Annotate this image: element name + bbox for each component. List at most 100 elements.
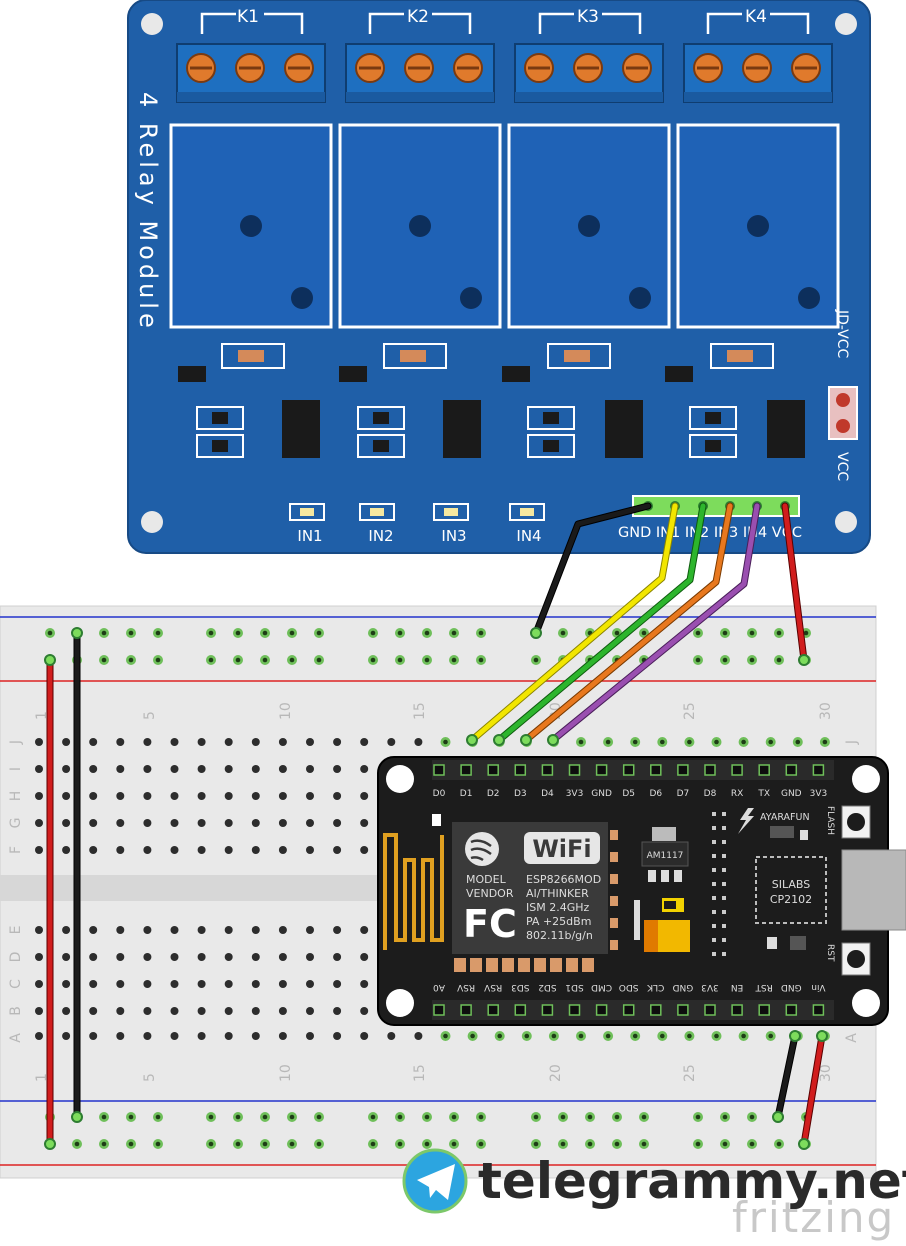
breadboard-hole	[197, 1007, 206, 1015]
breadboard-hole	[278, 980, 287, 988]
breadboard-hole	[62, 819, 71, 827]
breadboard-hole	[35, 765, 43, 773]
breadboard-hole-center	[749, 630, 755, 636]
breadboard-hole	[89, 980, 98, 988]
wire-in2[interactable]	[495, 502, 707, 744]
breadboard-hole-center	[451, 657, 457, 663]
breadboard-hole	[278, 765, 287, 773]
breadboard-hole-center	[641, 1141, 647, 1147]
breadboard-hole-center	[722, 630, 728, 636]
nodemcu-pin	[622, 1004, 635, 1016]
nodemcu-bottom-pin-label: Vin	[811, 982, 825, 992]
breadboard-hole-center	[101, 1141, 107, 1147]
relay-channel-2: K2	[338, 7, 502, 329]
breadboard-hole-center	[641, 630, 647, 636]
nodemcu-top-pin-label: D5	[622, 789, 635, 799]
module-line-3: ISM 2.4GHz	[526, 901, 590, 914]
nodemcu-pin	[677, 764, 689, 776]
breadboard-hole-center	[424, 657, 430, 663]
breadboard-hole-center	[524, 1033, 530, 1039]
breadboard-hole-center	[478, 1141, 484, 1147]
breadboard-hole	[360, 1007, 369, 1015]
wire-gnd[interactable]	[532, 502, 652, 637]
breadboard-hole-center	[101, 1114, 107, 1120]
breadboard-hole-center	[695, 630, 701, 636]
breadboard-hole-center	[443, 1033, 448, 1039]
breadboard-hole-center	[587, 1114, 593, 1120]
breadboard-hole-center	[289, 657, 295, 663]
row-letter: G	[8, 818, 24, 829]
breadboard-hole	[143, 1032, 152, 1040]
breadboard-hole	[35, 1007, 43, 1015]
optocoupler	[443, 400, 481, 458]
nodemcu-bottom-pin-label: EN	[731, 982, 743, 992]
breadboard-hole	[224, 1007, 233, 1015]
breadboard-hole	[251, 926, 260, 934]
nodemcu-pin	[622, 764, 635, 776]
breadboard-hole	[116, 846, 125, 854]
breadboard-hole	[89, 846, 98, 854]
breadboard-hole	[35, 738, 43, 746]
nodemcu-pin	[758, 764, 770, 776]
breadboard-hole-center	[605, 739, 611, 745]
wire-nodemcu-vin[interactable]	[800, 1032, 826, 1148]
nodemcu-pin	[704, 1004, 716, 1016]
micro-usb-port[interactable]	[841, 849, 906, 931]
module-line-4: PA +25dBm	[526, 915, 591, 928]
breadboard-hole	[278, 1032, 287, 1040]
relay-header-pin-labels: GND IN1 IN2 IN3 IN4 VCC	[618, 525, 802, 541]
breadboard-hole-center	[316, 1114, 322, 1120]
optocoupler	[282, 400, 320, 458]
breadboard-hole-center	[560, 1114, 566, 1120]
flash-button-label: FLASH	[825, 806, 835, 835]
breadboard-hole	[224, 953, 233, 961]
breadboard-hole	[170, 792, 179, 800]
watermark-site: telegrammy.net	[478, 1152, 906, 1210]
wire-vcc[interactable]	[781, 502, 808, 664]
breadboard-hole	[143, 953, 152, 961]
breadboard-hole	[278, 819, 287, 827]
breadboard-hole-center	[370, 630, 376, 636]
wire-in4[interactable]	[549, 502, 761, 744]
breadboard-hole	[224, 926, 233, 934]
relay-channel-3: K3	[507, 7, 671, 329]
breadboard-hole	[62, 846, 71, 854]
regulator-label: AM1117	[647, 851, 684, 861]
breadboard-hole-center	[587, 1141, 593, 1147]
breadboard-hole	[197, 819, 206, 827]
column-number: 25	[682, 1064, 698, 1082]
nodemcu-pin	[650, 1004, 662, 1016]
breadboard-hole	[333, 846, 342, 854]
breadboard-hole	[170, 765, 179, 773]
breadboard-hole-center	[768, 739, 773, 745]
nodemcu-pin	[514, 764, 527, 776]
jumper-label-jd-vcc: JD-VCC	[834, 309, 850, 358]
lightning-icon	[738, 808, 754, 834]
wire-in1[interactable]	[468, 502, 679, 744]
breadboard-hole	[35, 819, 43, 827]
breadboard-hole-center	[262, 1114, 268, 1120]
breadboard-hole-center	[795, 739, 801, 745]
breadboard-hole-center	[443, 739, 448, 745]
wire-nodemcu-gnd[interactable]	[774, 1032, 799, 1121]
breadboard-hole	[251, 980, 260, 988]
breadboard-hole-center	[262, 1141, 268, 1147]
breadboard-hole	[251, 765, 260, 773]
breadboard-hole	[306, 819, 314, 827]
breadboard-hole	[278, 846, 287, 854]
nodemcu-pin	[785, 764, 798, 776]
breadboard-hole-center	[478, 657, 484, 663]
breadboard-hole	[251, 1032, 260, 1040]
relay-label-k4: K4	[745, 7, 767, 27]
breadboard-hole	[306, 738, 314, 746]
column-number: 1	[34, 1073, 50, 1082]
wire-in3[interactable]	[522, 502, 734, 744]
breadboard-hole-center	[262, 630, 268, 636]
row-letter: F	[8, 846, 24, 854]
column-number: 25	[682, 702, 698, 720]
breadboard-hole	[116, 1032, 125, 1040]
nodemcu-bottom-pin-label: 3V3	[701, 982, 719, 992]
breadboard-hole-center	[397, 657, 403, 663]
row-letter: I	[8, 767, 24, 771]
breadboard-hole-center	[128, 630, 134, 636]
